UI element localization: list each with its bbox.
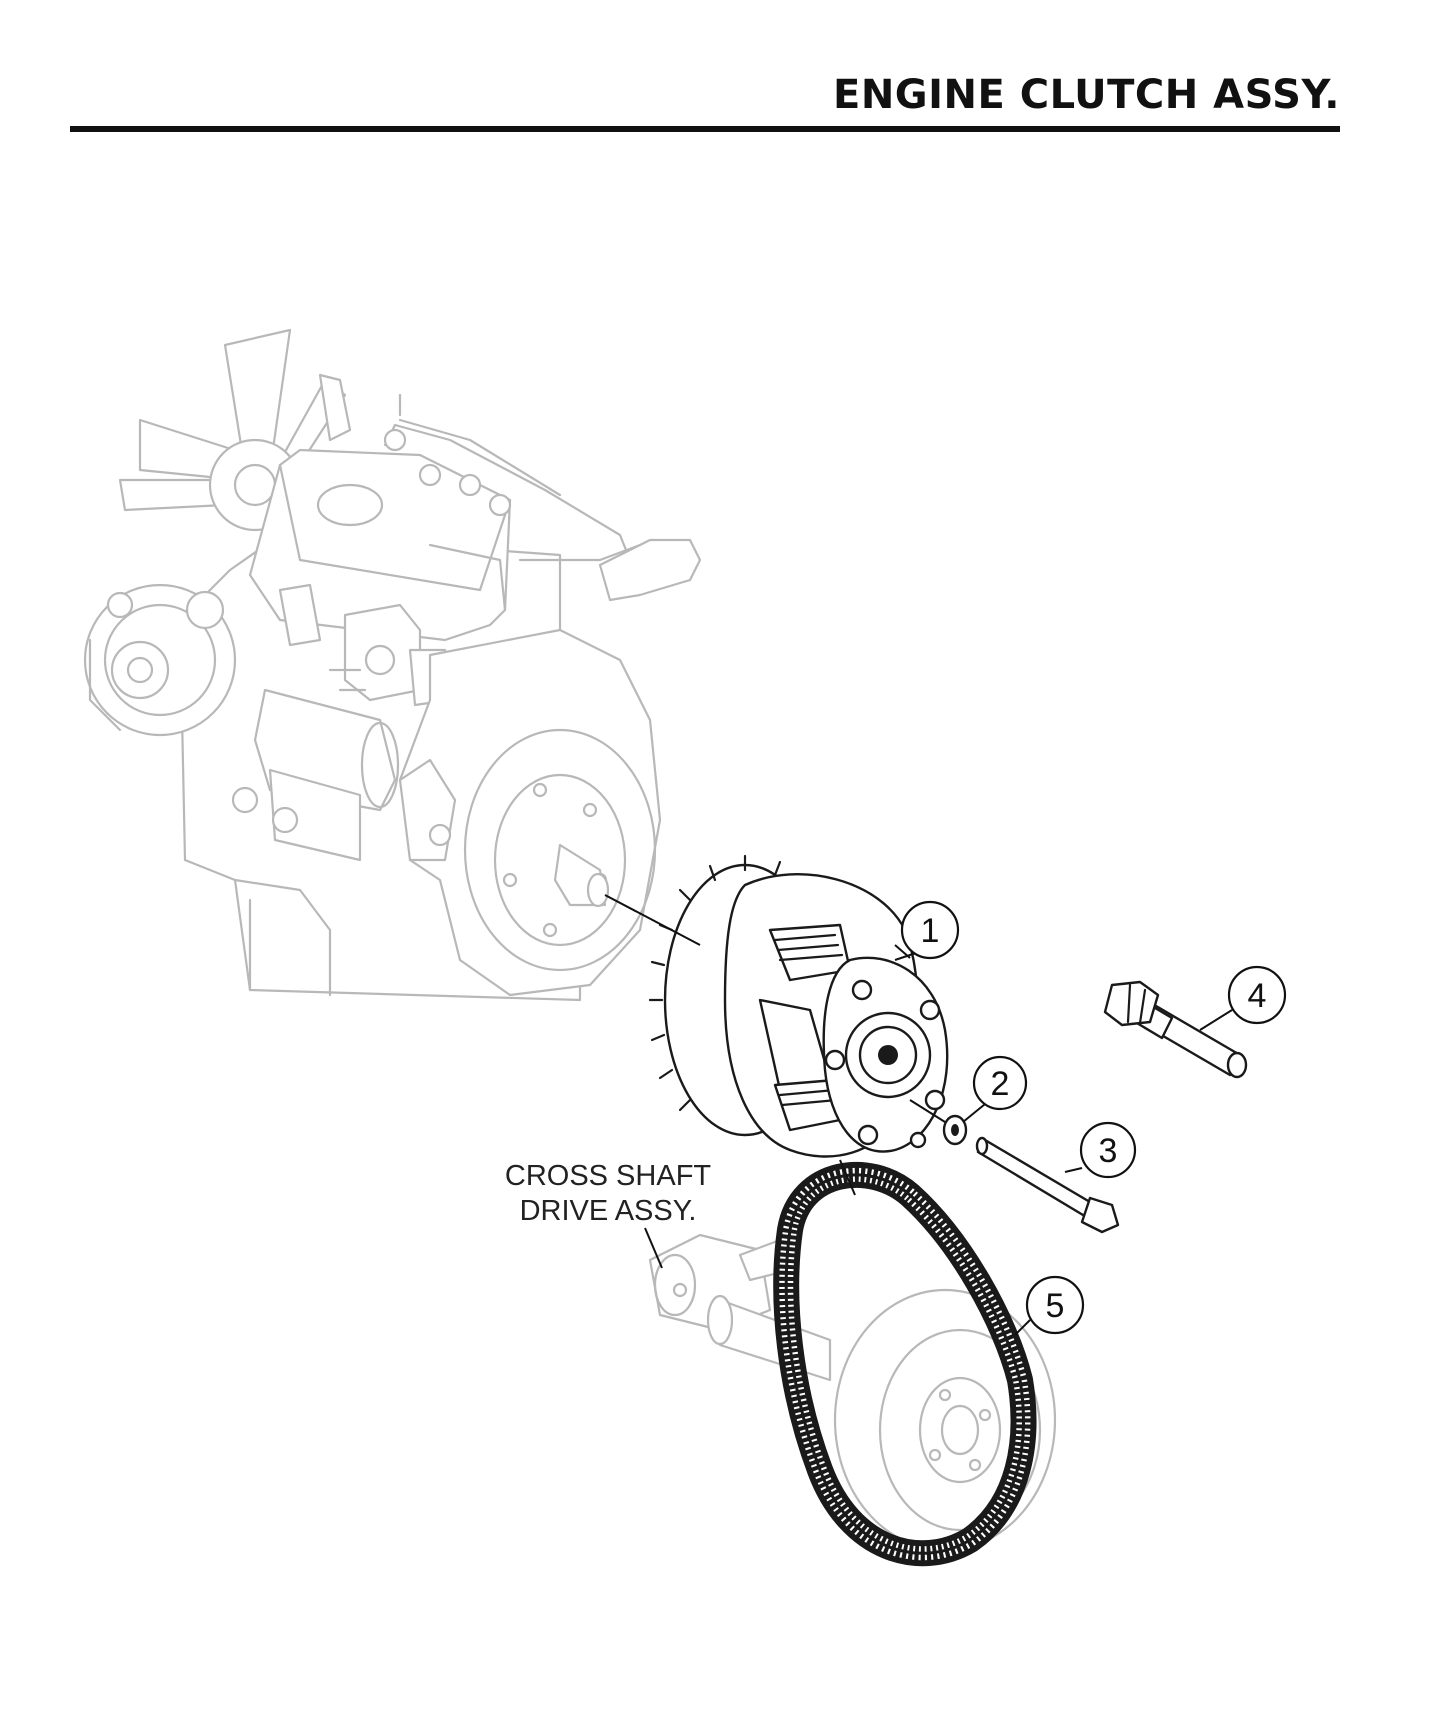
fan-ghost [118,328,352,532]
callout-3-number: 3 [1099,1132,1118,1170]
alignment-line-bolt [909,1099,946,1123]
callout-3: 3 [1079,1121,1137,1179]
callout-5-number: 5 [1046,1287,1065,1325]
cross-shaft-label-line2: DRIVE ASSY. [520,1195,697,1227]
leader-belt-clutch [839,1159,856,1196]
callout-2: 2 [972,1055,1028,1111]
drive-belt [773,1161,1037,1567]
alignment-line-crank [604,894,701,946]
alternator-ghost [83,583,237,737]
page-title: ENGINE CLUTCH ASSY. [833,72,1340,118]
cross-shaft-label-line1: CROSS SHAFT [505,1160,712,1192]
leader-4 [1199,1009,1233,1031]
callout-2-number: 2 [991,1065,1010,1103]
callout-4-number: 4 [1248,977,1267,1015]
drive-clutch [648,854,949,1158]
washer [942,1114,968,1146]
engine-ghost [83,328,702,1002]
clutch-puller-tool [1103,980,1248,1079]
callout-1: 1 [900,900,960,960]
bolt [975,1136,1120,1234]
callout-1-number: 1 [921,912,940,950]
title-rule [70,126,1340,132]
leader-3 [1064,1167,1083,1173]
callout-4: 4 [1227,965,1287,1025]
leader-cross-shaft [644,1227,663,1269]
leader-5 [1014,1319,1031,1336]
callout-5: 5 [1025,1275,1085,1335]
